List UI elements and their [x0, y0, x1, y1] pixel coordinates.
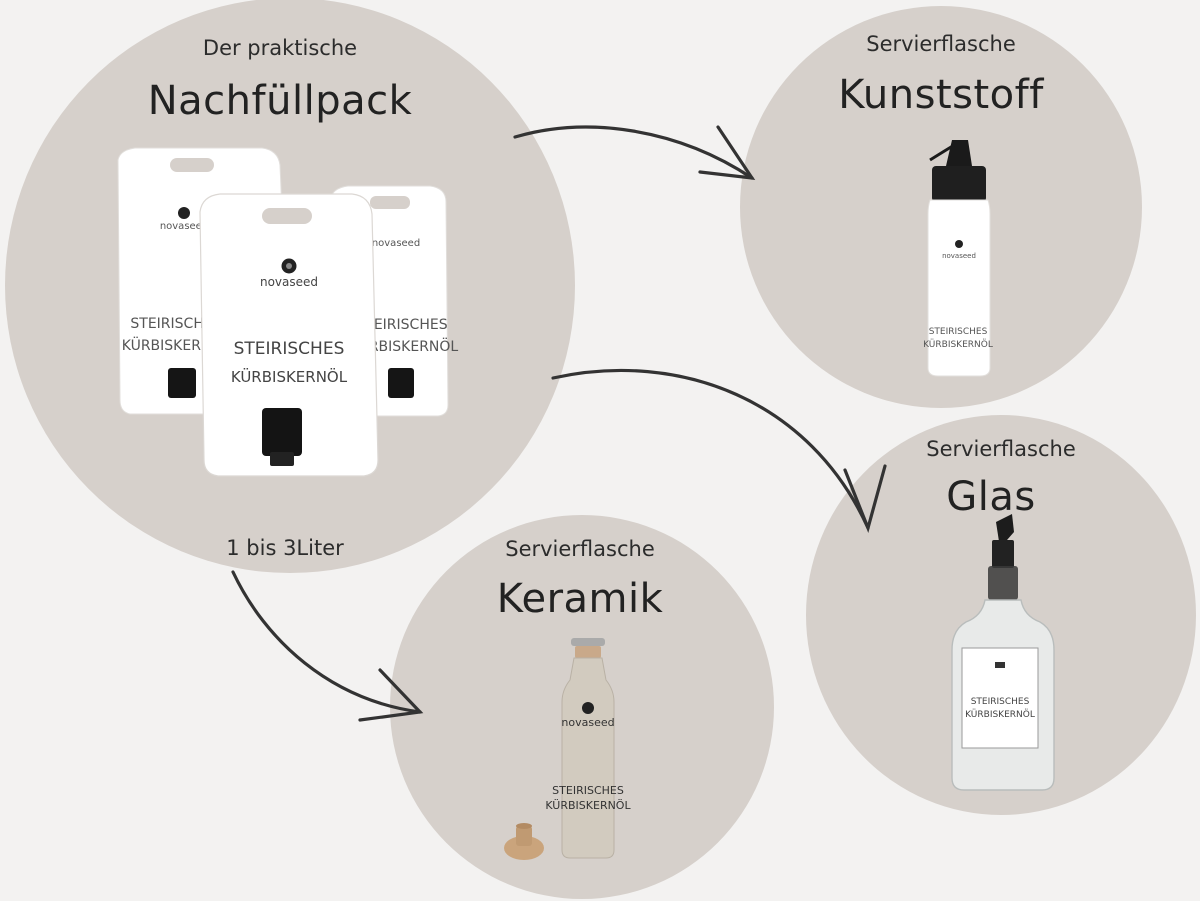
- pouch-back-left-label1: STEIRISCHES: [130, 316, 221, 332]
- pouch-back-left-brand: novaseed: [160, 221, 208, 232]
- refill-caption: 1 bis 3Liter: [226, 536, 344, 560]
- plastic-subtitle: Servierflasche: [866, 32, 1016, 56]
- ceramic-title: Keramik: [496, 576, 664, 622]
- ceramic-bottle-label1: STEIRISCHES: [552, 784, 624, 797]
- ceramic-bottle-brand: novaseed: [561, 716, 614, 729]
- plastic-bottle-label2: KÜRBISKERNÖL: [923, 339, 993, 350]
- plastic-title: Kunststoff: [838, 72, 1044, 118]
- glass-subtitle: Servierflasche: [926, 437, 1076, 461]
- plastic-bottle: novaseed STEIRISCHES KÜRBISKERNÖL: [923, 140, 993, 377]
- glass-bottle: STEIRISCHES KÜRBISKERNÖL: [951, 514, 1055, 791]
- pouch-front-label2: KÜRBISKERNÖL: [231, 367, 348, 386]
- ceramic-bottle: novaseed STEIRISCHES KÜRBISKERNÖL: [545, 638, 631, 859]
- refill-title: Nachfüllpack: [147, 78, 413, 124]
- pouch-front-label1: STEIRISCHES: [234, 339, 345, 359]
- arrow-refill-to-glass: [551, 368, 870, 530]
- ceramic-cork-stopper: [504, 823, 544, 860]
- pouch-back-right-brand: novaseed: [372, 238, 420, 249]
- arrowhead-ceramic: [358, 668, 424, 722]
- pouch-back-right-label1: STEIRISCHES: [356, 317, 447, 333]
- arrowhead-plastic: [698, 125, 756, 180]
- plastic-bottle-brand: novaseed: [942, 252, 976, 260]
- arrow-refill-to-plastic: [513, 125, 754, 180]
- ceramic-subtitle: Servierflasche: [505, 537, 655, 561]
- glass-bottle-label2: KÜRBISKERNÖL: [965, 709, 1035, 720]
- ceramic-bottle-label2: KÜRBISKERNÖL: [545, 799, 631, 812]
- refill-subtitle: Der praktische: [202, 36, 358, 60]
- pouch-front-brand: novaseed: [260, 275, 318, 289]
- plastic-bottle-label1: STEIRISCHES: [929, 327, 988, 337]
- glass-bottle-label1: STEIRISCHES: [971, 697, 1030, 707]
- glass-title: Glas: [946, 474, 1036, 520]
- arrow-refill-to-ceramic: [231, 570, 422, 714]
- pouch-back-right-label2: KÜRBISKERNÖL: [350, 337, 459, 355]
- arrowhead-glass: [843, 464, 887, 534]
- pouch-front: novaseed STEIRISCHES KÜRBISKERNÖL: [199, 193, 379, 477]
